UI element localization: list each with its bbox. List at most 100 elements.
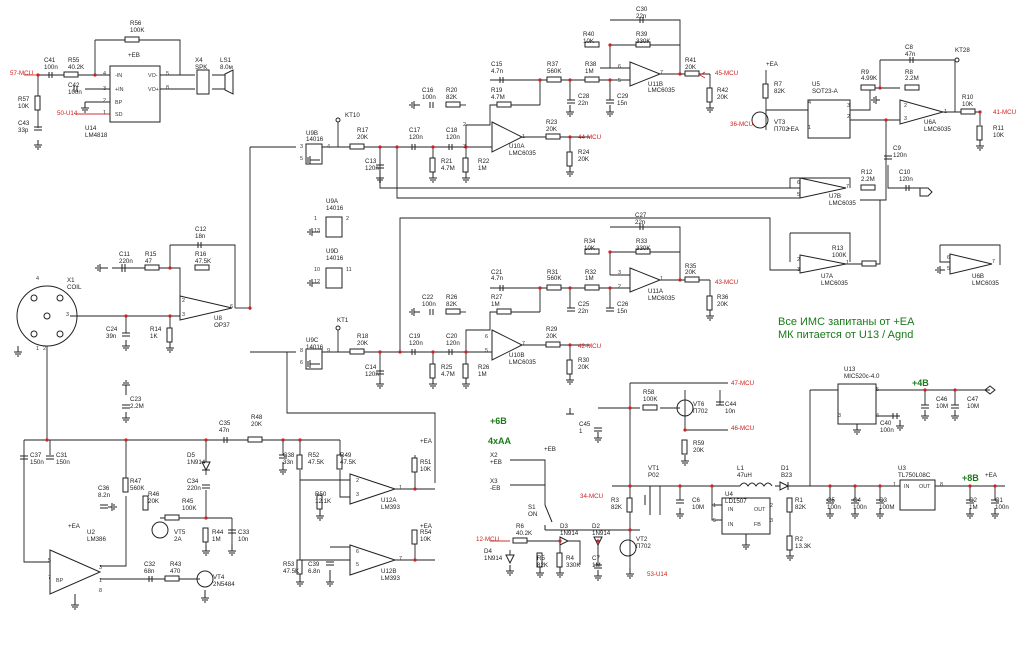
component-label: U11A	[648, 288, 664, 295]
component-label: 47n	[905, 51, 916, 58]
component-label: D4	[484, 548, 492, 555]
component-label: +EA	[787, 126, 800, 133]
pin-number: 7	[399, 556, 402, 562]
pin-number: 5	[356, 562, 359, 568]
component-label: LMC6035	[509, 359, 536, 366]
component-label: C28	[578, 93, 590, 100]
pin-number: 8	[300, 348, 303, 354]
component-label: R3	[611, 497, 619, 504]
component-label: 20K	[357, 134, 369, 141]
component-label: 33p	[18, 127, 29, 134]
pin-number: 3	[463, 144, 466, 150]
component-label: R30	[578, 357, 590, 364]
component-label: R48	[251, 414, 263, 421]
net-label: 44-MCU	[578, 134, 601, 141]
pin-number: 3	[356, 492, 359, 498]
component-label: R5	[537, 555, 545, 562]
component-label: C30	[636, 6, 648, 13]
pin-number: 2	[182, 298, 185, 304]
component-label: VT5	[174, 529, 186, 536]
component-label: R9	[861, 69, 869, 76]
component-label: C9	[893, 145, 901, 152]
pin-number: 7	[846, 184, 849, 190]
pin-number: VO-	[148, 73, 158, 79]
component-label: 6.8n	[308, 568, 321, 575]
component-label: 120n	[409, 340, 423, 347]
component-label: C27	[635, 212, 647, 219]
net-label: 45-MCU	[715, 70, 738, 77]
pin-number: 6	[947, 255, 950, 261]
note-mcu-supply: МК питается от U13 / Agnd	[778, 329, 913, 341]
component-label: C45	[579, 421, 591, 428]
component-label: C5	[827, 497, 835, 504]
component-label: C6	[692, 497, 700, 504]
component-label: R49	[340, 452, 352, 459]
component-label: 4.7M	[441, 165, 455, 172]
component-label: P02	[648, 472, 660, 479]
component-label: R56	[130, 20, 142, 27]
net-label: 43-MCU	[715, 279, 738, 286]
component-label: 40.2K	[68, 64, 85, 71]
pin-number: FB	[754, 522, 761, 528]
pin-number: 8	[940, 482, 943, 488]
component-labels: R56100KC41100nR5540.2KC42100nR5710KC4333…	[18, 6, 1009, 588]
component-label: U14	[85, 125, 97, 132]
pin-number: 3	[300, 144, 303, 150]
component-label: U12A	[381, 497, 397, 504]
component-label: R38	[585, 61, 597, 68]
pin-number: 2	[847, 114, 850, 120]
component-label: C31	[56, 452, 68, 459]
component-label: KT1	[337, 317, 349, 324]
component-label: 100n	[853, 504, 867, 511]
component-label: 40.2K	[516, 530, 533, 537]
component-label: LMC6035	[509, 150, 536, 157]
component-label: C32	[144, 561, 156, 568]
pin-number: 6	[300, 360, 303, 366]
component-label: 560K	[130, 485, 145, 492]
component-label: 10K	[962, 101, 974, 108]
component-label: R45	[182, 498, 194, 505]
component-label: +EA	[68, 523, 81, 530]
pin-number: 7	[522, 341, 525, 347]
component-label: 120n	[446, 134, 460, 141]
pin-number: 2	[770, 503, 773, 509]
component-label: C38	[283, 452, 295, 459]
component-label: LM393	[381, 504, 400, 511]
component-label: LMC6035	[648, 295, 675, 302]
component-label: R22	[478, 158, 490, 165]
component-label: 10K	[420, 536, 432, 543]
component-label: R40	[583, 31, 595, 38]
pin-number: 6	[485, 334, 488, 340]
component-label: R44	[212, 529, 224, 536]
component-label: 100n	[44, 64, 58, 71]
component-label: U13	[844, 366, 856, 373]
component-label: R52	[308, 452, 320, 459]
component-label: 100K	[643, 396, 658, 403]
component-label: C20	[446, 333, 458, 340]
pin-number: 3	[838, 413, 841, 419]
component-label: 120n	[365, 371, 379, 378]
component-label: R57	[18, 96, 30, 103]
component-label: R31	[547, 269, 559, 276]
component-label: 18n	[195, 233, 206, 240]
pin-number: 5	[166, 71, 169, 77]
pin-number: IN	[904, 484, 909, 490]
pin-number: 6	[618, 64, 621, 70]
component-label: 1M	[592, 562, 601, 569]
component-label: R27	[491, 294, 503, 301]
component-label: 47	[145, 258, 152, 265]
pin-number: OUT	[754, 507, 766, 513]
ground-symbols	[14, 96, 999, 610]
component-label: C4	[853, 497, 861, 504]
pin-number: 13	[314, 228, 320, 234]
component-label: 14016	[326, 255, 344, 262]
component-label: L1	[737, 465, 744, 472]
net-label: 42-MCU	[578, 343, 601, 350]
component-label: 220n	[119, 258, 133, 265]
pin-number: 3	[99, 565, 102, 571]
component-label: 10K	[18, 103, 30, 110]
component-label: 82K	[446, 94, 458, 101]
component-label: 12.1K	[315, 498, 332, 505]
component-label: 100n	[880, 427, 894, 434]
component-label: C22	[422, 294, 434, 301]
